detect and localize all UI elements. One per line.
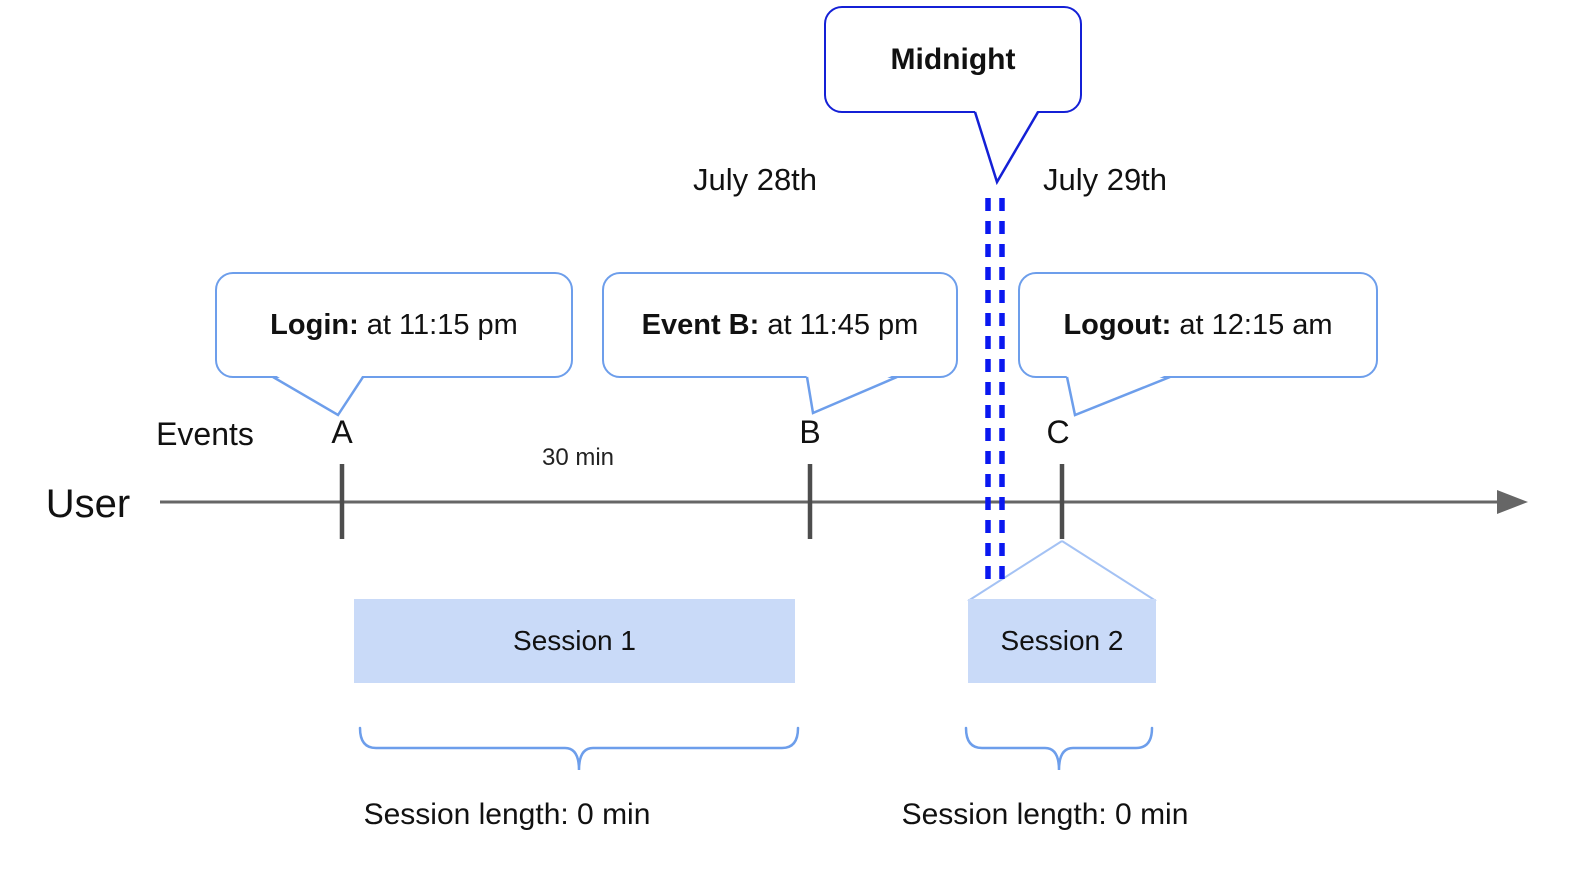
logout-callout-tail: [1066, 373, 1171, 415]
session-1-length-label: Session length: 0 min: [363, 798, 651, 831]
midnight-callout-text: Midnight: [890, 42, 1016, 76]
arrowhead-icon: [1497, 490, 1528, 514]
logout-callout-tail-outline: [1065, 375, 1171, 417]
date-july-29: July 29th: [1042, 162, 1168, 197]
event-b-callout: Event B: at 11:45 pm: [602, 272, 958, 378]
session2-funnel-left: [967, 540, 1063, 602]
event-b-callout-time: at 11:45 pm: [759, 308, 919, 341]
midnight-callout: Midnight: [824, 6, 1082, 113]
event-b-callout-label: Event B:: [641, 308, 760, 341]
session-2-label: Session 2: [1000, 625, 1124, 656]
events-label: Events: [156, 416, 254, 452]
date-july-28: July 28th: [692, 162, 818, 197]
login-callout-tail-outline: [272, 375, 365, 417]
login-callout-label: Login:: [270, 308, 359, 341]
event-marker-b: B: [799, 414, 821, 450]
session-1-box: Session 1: [354, 599, 795, 683]
event-b-callout-text: Event B: at 11:45 pm: [642, 309, 919, 342]
event-b-callout-tail-outline: [805, 375, 898, 415]
midnight-callout-tail-outline: [973, 111, 1040, 186]
session-2-brace: [964, 726, 1154, 771]
login-callout-tail: [272, 373, 364, 415]
event-b-callout-tail: [806, 373, 898, 413]
session2-funnel-right: [1061, 540, 1157, 602]
session-2-length-label: Session length: 0 min: [901, 798, 1189, 831]
logout-callout-text: Logout: at 12:15 am: [1063, 309, 1332, 342]
event-marker-c: C: [1046, 414, 1070, 450]
midnight-callout-tail: [974, 108, 1039, 182]
session-1-brace: [358, 726, 800, 771]
login-callout-text: Login: at 11:15 pm: [270, 309, 518, 342]
login-callout-time: at 11:15 pm: [358, 308, 518, 341]
interval-label: 30 min: [541, 444, 615, 471]
event-marker-a: A: [331, 414, 353, 450]
session-1-label: Session 1: [513, 625, 636, 656]
session-2-box: Session 2: [968, 599, 1156, 683]
logout-callout-time: at 12:15 am: [1171, 308, 1333, 341]
logout-callout: Logout: at 12:15 am: [1018, 272, 1378, 378]
user-label: User: [45, 482, 131, 526]
logout-callout-label: Logout:: [1063, 308, 1172, 341]
login-callout: Login: at 11:15 pm: [215, 272, 573, 378]
